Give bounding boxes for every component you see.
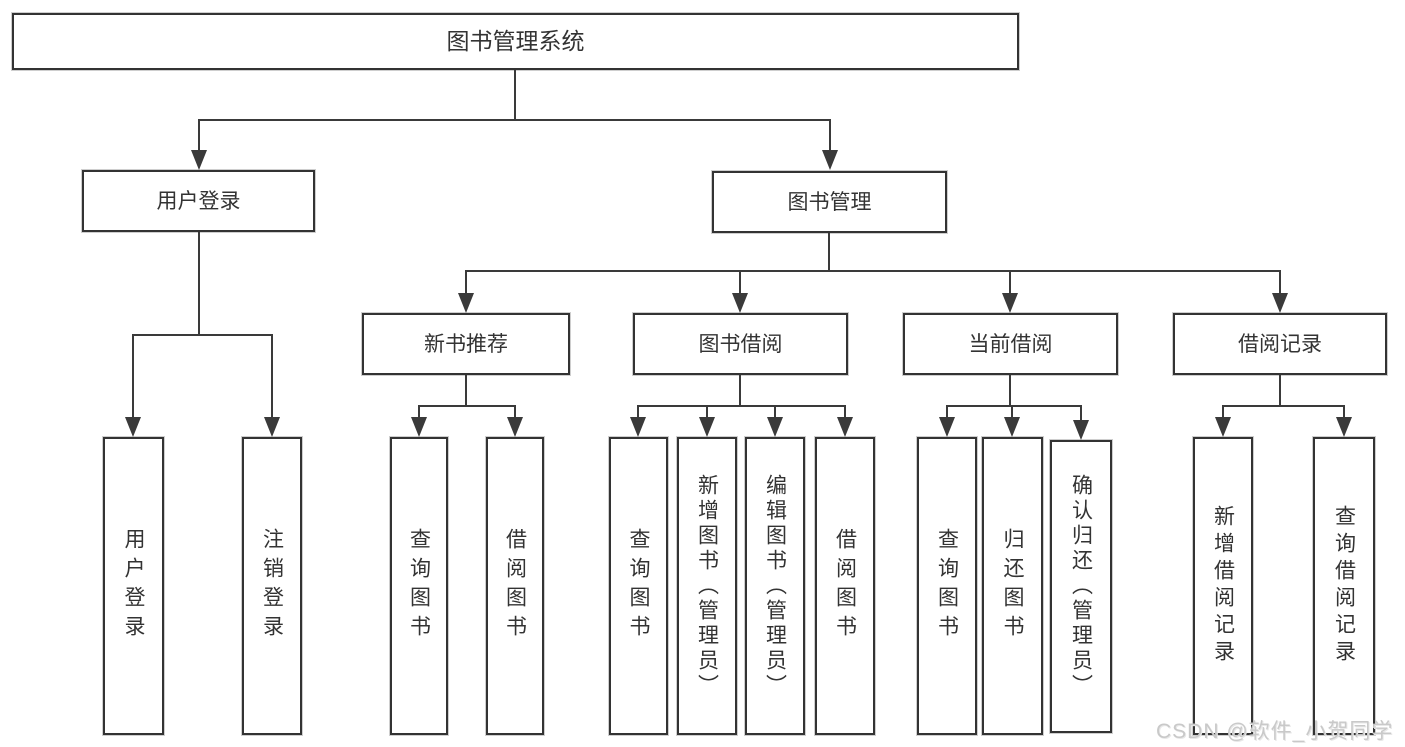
connector-line: [774, 405, 776, 419]
node-current-borrowing: 当前借阅: [903, 313, 1118, 375]
node-user-login-action: 用户登录: [103, 437, 164, 735]
connector-line: [1279, 270, 1281, 295]
connector-line: [1080, 405, 1082, 422]
arrowhead: [411, 417, 427, 437]
connector-line: [1011, 405, 1013, 419]
node-add-borrow-record: 新增借阅记录: [1193, 437, 1253, 735]
node-root-library-system: 图书管理系统: [12, 13, 1019, 70]
connector-line: [739, 270, 741, 295]
connector-line: [198, 119, 200, 152]
connector-line: [418, 405, 516, 407]
connector-line: [465, 270, 467, 295]
arrowhead: [1215, 417, 1231, 437]
node-edit-books-admin: 编辑图书（管理员）: [745, 437, 805, 735]
connector-line: [465, 375, 467, 407]
arrowhead: [767, 417, 783, 437]
arrowhead: [1073, 420, 1089, 440]
node-query-borrow-record: 查询借阅记录: [1313, 437, 1375, 735]
connector-line: [1009, 270, 1011, 295]
arrowhead: [458, 293, 474, 313]
connector-line: [828, 233, 830, 272]
arrowhead: [125, 417, 141, 437]
connector-line: [418, 405, 420, 419]
connector-line: [637, 405, 846, 407]
csdn-watermark: CSDN @软件_小贺同学: [1156, 720, 1394, 743]
node-borrow-records: 借阅记录: [1173, 313, 1387, 375]
node-recommend-query-books: 查询图书: [390, 437, 448, 735]
arrowhead: [1336, 417, 1352, 437]
connector-line: [637, 405, 639, 419]
arrowhead: [699, 417, 715, 437]
node-confirm-return-admin: 确认归还（管理员）: [1050, 440, 1112, 733]
connector-line: [946, 405, 1082, 407]
connector-line: [844, 405, 846, 419]
arrowhead: [939, 417, 955, 437]
connector-line: [1222, 405, 1224, 419]
node-return-books: 归还图书: [982, 437, 1043, 735]
node-borrowing-borrow-books: 借阅图书: [815, 437, 875, 735]
node-user-login: 用户登录: [82, 170, 315, 232]
connector-line: [1343, 405, 1345, 419]
node-borrowing-query-books: 查询图书: [609, 437, 668, 735]
connector-line: [1009, 375, 1011, 407]
connector-line: [198, 119, 831, 121]
arrowhead: [1004, 417, 1020, 437]
connector-line: [132, 334, 134, 419]
node-recommend-borrow-books: 借阅图书: [486, 437, 544, 735]
node-book-management: 图书管理: [712, 171, 947, 233]
arrowhead: [732, 293, 748, 313]
arrowhead: [822, 150, 838, 170]
arrowhead: [191, 150, 207, 170]
connector-line: [514, 70, 516, 121]
node-add-books-admin: 新增图书（管理员）: [677, 437, 737, 735]
node-book-borrowing: 图书借阅: [633, 313, 848, 375]
connector-line: [1279, 375, 1281, 407]
node-current-query-books: 查询图书: [917, 437, 977, 735]
connector-line: [271, 334, 273, 419]
node-logout-action: 注销登录: [242, 437, 302, 735]
connector-line: [198, 232, 200, 336]
arrowhead: [1272, 293, 1288, 313]
connector-line: [946, 405, 948, 419]
connector-line: [514, 405, 516, 419]
arrowhead: [507, 417, 523, 437]
arrowhead: [837, 417, 853, 437]
connector-line: [132, 334, 273, 336]
arrowhead: [630, 417, 646, 437]
connector-line: [465, 270, 1281, 272]
connector-line: [739, 375, 741, 407]
node-new-book-recommend: 新书推荐: [362, 313, 570, 375]
connector-line: [706, 405, 708, 419]
connector-line: [829, 119, 831, 152]
arrowhead: [264, 417, 280, 437]
connector-line: [1222, 405, 1345, 407]
arrowhead: [1002, 293, 1018, 313]
